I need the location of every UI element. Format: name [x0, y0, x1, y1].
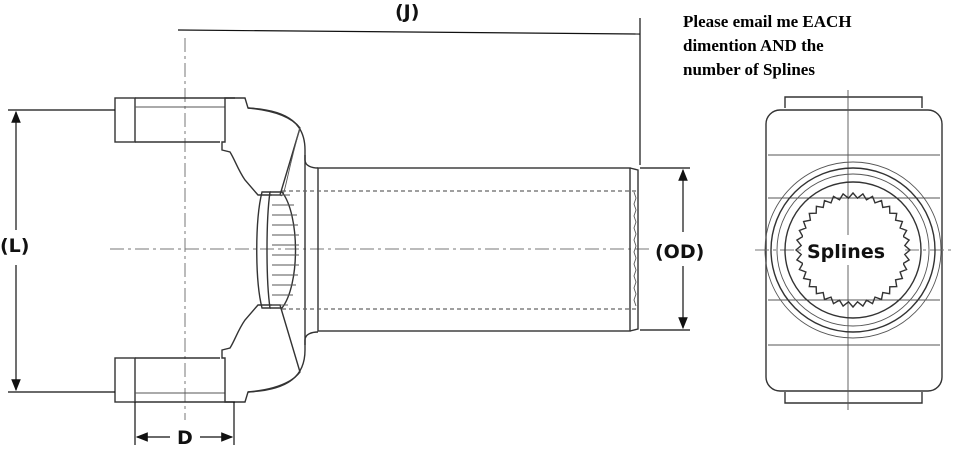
- note-line-2: dimention AND the: [683, 36, 824, 55]
- note-line-1: Please email me EACH: [683, 12, 852, 31]
- top-ear-left-section: [114, 97, 136, 143]
- j-label: (J): [395, 1, 419, 23]
- l-label: (L): [0, 235, 29, 257]
- yoke-body-section-bottom: [221, 304, 301, 403]
- dimensions: (J) (L) (OD) D: [0, 1, 704, 449]
- d-label: D: [177, 427, 193, 449]
- j-dimension-line: [177, 29, 641, 35]
- internal-splines: [270, 191, 297, 309]
- note-line-3: number of Splines: [683, 60, 815, 79]
- side-view: [110, 38, 650, 420]
- shaft: [317, 167, 631, 332]
- spline-gear: [794, 191, 912, 309]
- yoke-body-section-top: [221, 97, 301, 196]
- request-note: Please email me EACH dimention AND the n…: [683, 12, 852, 79]
- od-label: (OD): [655, 241, 704, 263]
- splines-label: Splines: [807, 241, 885, 263]
- end-view: Splines: [755, 90, 952, 410]
- bottom-ear-left-section: [114, 357, 136, 403]
